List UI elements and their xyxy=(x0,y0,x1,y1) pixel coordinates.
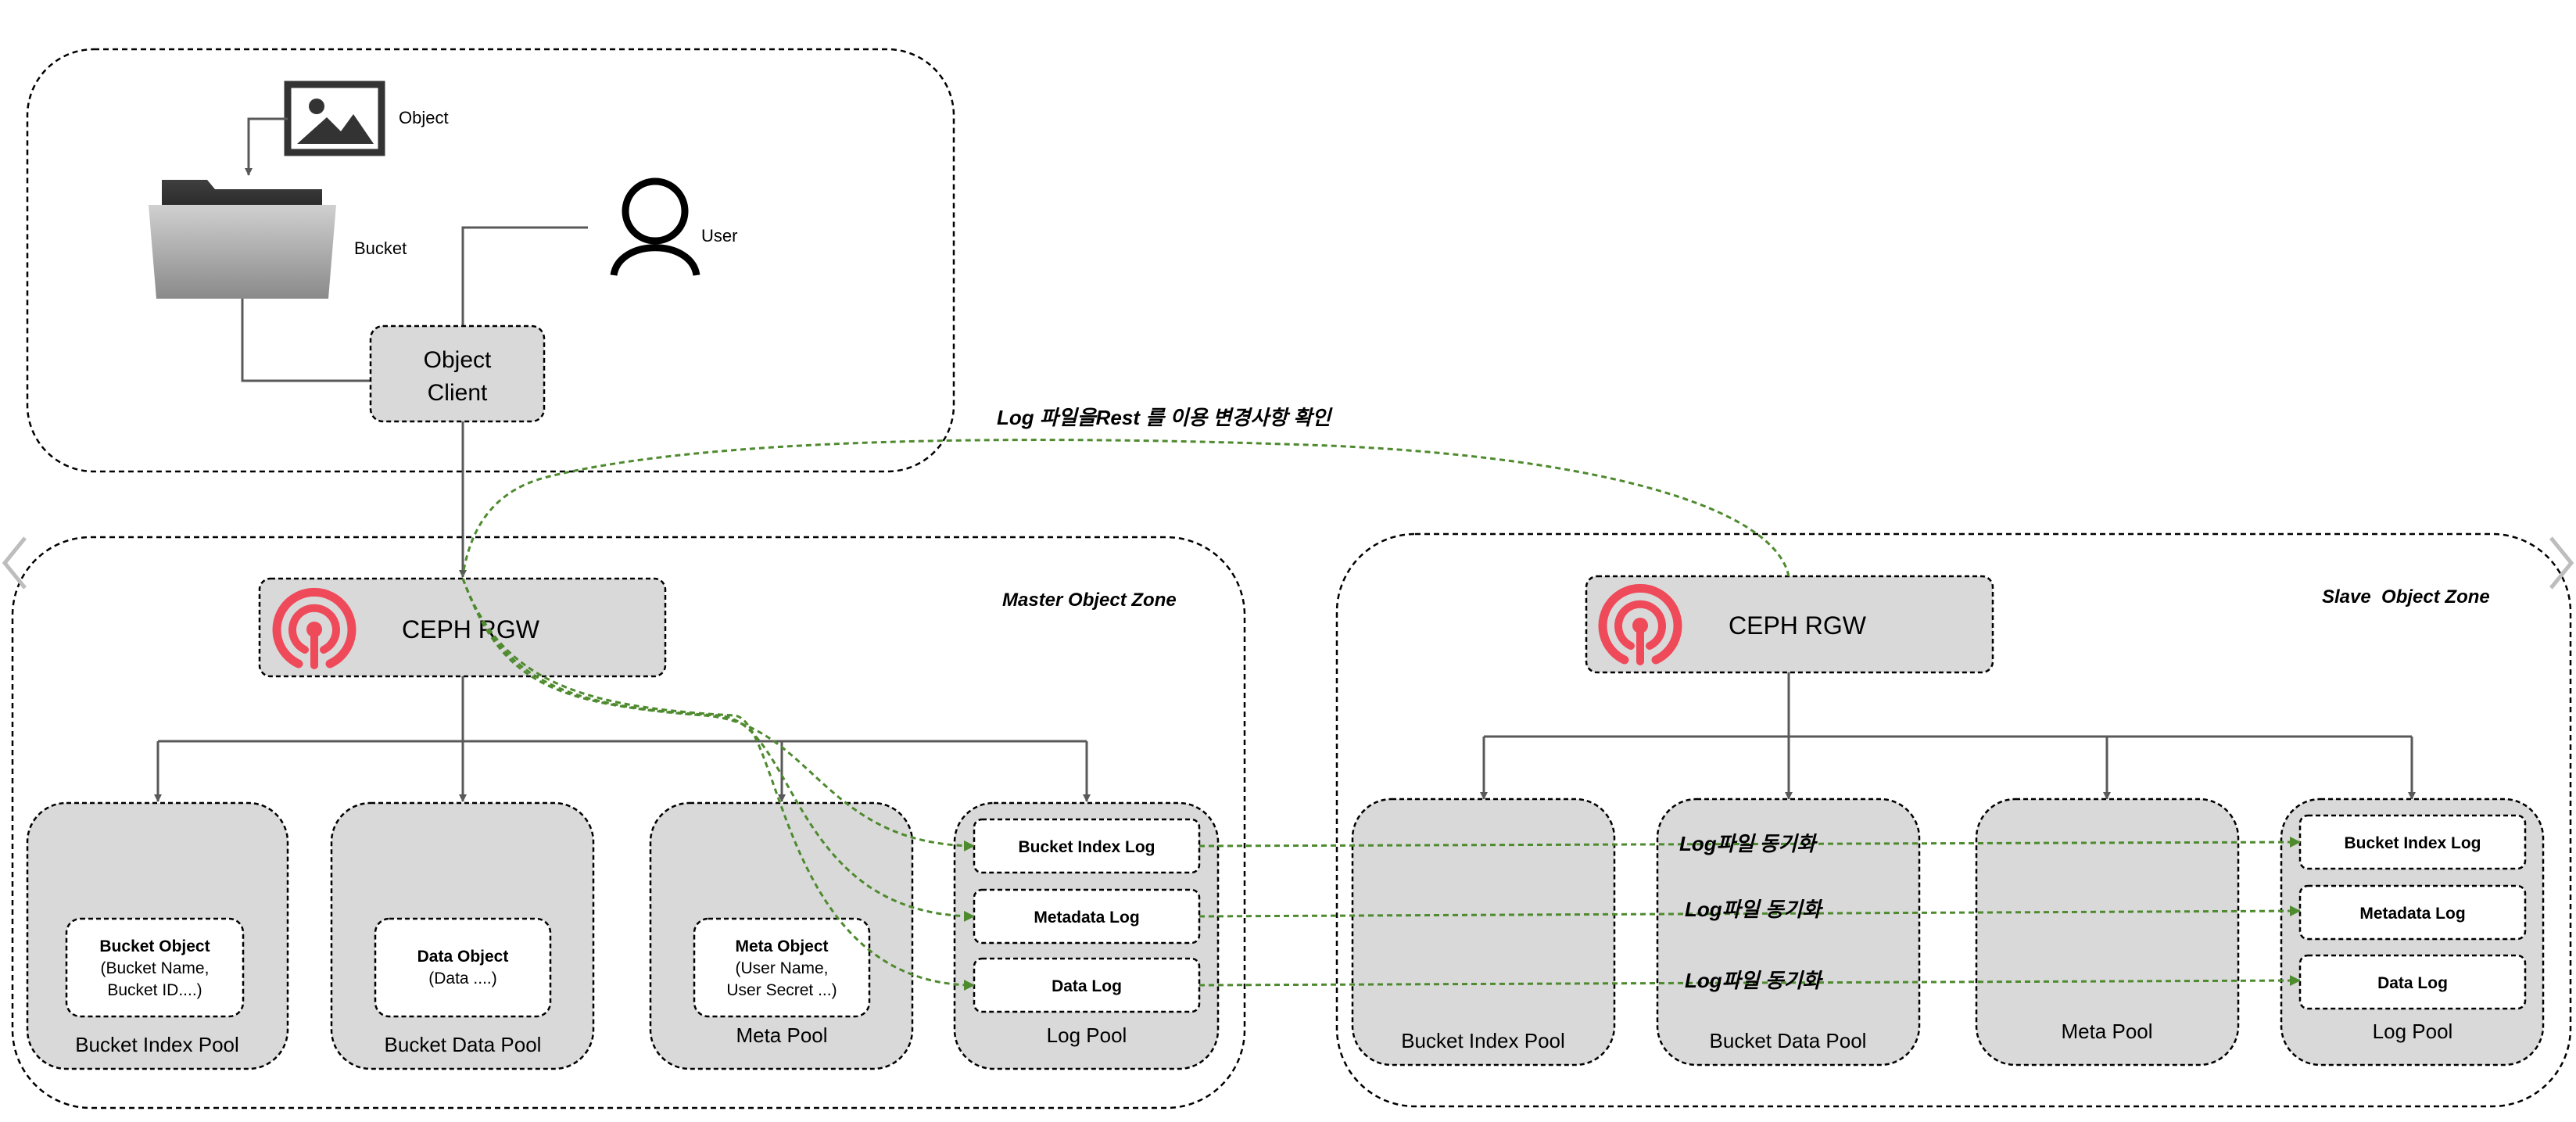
master-rgw-label: CEPH RGW xyxy=(402,615,540,643)
sync-label-2: Log파일 동기화 xyxy=(1685,898,1824,921)
slave-meta-pool-label: Meta Pool xyxy=(2061,1020,2152,1043)
master-meta-pool-label: Meta Pool xyxy=(736,1023,827,1047)
ceph-logo-slave xyxy=(1598,583,1682,665)
meta-object-title: Meta Object xyxy=(735,937,828,955)
master-zone xyxy=(11,536,1246,1109)
master-log-pool-label: Log Pool xyxy=(1047,1023,1127,1047)
chevron-left-icon[interactable] xyxy=(0,532,31,594)
rest-poll-arc xyxy=(461,439,1790,577)
slave-bucket-index-pool-label: Bucket Index Pool xyxy=(1401,1029,1565,1052)
bucket-object-title: Bucket Object xyxy=(99,937,210,955)
master-zone-title: Master Object Zone xyxy=(1002,590,1177,611)
bucket-label: Bucket xyxy=(354,238,407,258)
user-connector xyxy=(461,226,588,326)
slave-zone xyxy=(1335,532,2572,1108)
meta-object-line3: User Secret ...) xyxy=(726,981,837,999)
bucket-object-line3: Bucket ID....) xyxy=(107,981,202,999)
master-bucket-data-pool-label: Bucket Data Pool xyxy=(385,1033,542,1056)
user-icon xyxy=(610,177,700,277)
object-client-label-line2: Client xyxy=(428,380,488,406)
sync-data-log xyxy=(1198,975,2301,987)
object-client-label-line1: Object xyxy=(424,347,492,373)
slave-fanout-connector xyxy=(1480,672,2416,800)
slave-rgw-box xyxy=(1585,575,1994,674)
object-label: Object xyxy=(399,108,449,127)
slave-bucket-index-pool xyxy=(1351,798,1616,1066)
sync-metadata-log xyxy=(1198,905,2301,918)
ceph-logo xyxy=(272,587,356,669)
meta-object-line2: (User Name, xyxy=(735,959,828,977)
sync-label-3: Log파일 동기화 xyxy=(1685,969,1824,992)
rgw-to-metadata-log xyxy=(461,578,975,922)
slave-log-pool-label: Log Pool xyxy=(2373,1020,2453,1043)
image-icon xyxy=(284,81,385,156)
slave-data-log: Data Log xyxy=(2377,974,2448,992)
master-metadata-log: Metadata Log xyxy=(1034,909,1139,927)
master-log-pool xyxy=(953,801,1220,1070)
slave-bucket-index-log: Bucket Index Log xyxy=(2344,834,2481,852)
folder-icon xyxy=(149,180,336,299)
user-label: User xyxy=(701,226,737,246)
rgw-to-data-log xyxy=(461,578,975,991)
master-fanout-connector xyxy=(154,676,1091,802)
master-data-log: Data Log xyxy=(1052,977,1122,995)
sync-note: Log 파일을Rest 를 이용 변경사항 확인 xyxy=(997,406,1333,429)
rgw-to-bucket-index-log xyxy=(461,578,975,851)
data-object-title: Data Object xyxy=(417,948,509,966)
bucket-object-line2: (Bucket Name, xyxy=(101,959,210,977)
bucket-connector xyxy=(241,299,371,382)
slave-bucket-data-pool xyxy=(1656,798,1921,1066)
sync-bucket-index-log xyxy=(1198,837,2301,848)
sync-label-1: Log파일 동기화 xyxy=(1679,832,1818,855)
chevron-right-icon[interactable] xyxy=(2545,532,2576,594)
master-bucket-index-pool-label: Bucket Index Pool xyxy=(75,1033,239,1056)
master-bucket-index-log: Bucket Index Log xyxy=(1018,838,1155,856)
slave-metadata-log: Metadata Log xyxy=(2359,905,2465,923)
slave-rgw-label: CEPH RGW xyxy=(1729,611,1867,640)
slave-log-pool xyxy=(2280,798,2545,1066)
master-bucket-index-pool xyxy=(26,801,289,1070)
master-bucket-data-pool xyxy=(330,801,595,1070)
slave-bucket-data-pool-label: Bucket Data Pool xyxy=(1710,1029,1867,1052)
client-area xyxy=(26,48,955,473)
object-client-box xyxy=(369,324,546,423)
object-to-bucket-arrow xyxy=(245,117,288,176)
master-rgw-box xyxy=(258,577,667,678)
slave-meta-pool xyxy=(1975,798,2240,1066)
data-object-line2: (Data ....) xyxy=(428,970,497,988)
slave-zone-title: Slave Object Zone xyxy=(2322,586,2490,608)
master-meta-pool xyxy=(649,801,914,1070)
